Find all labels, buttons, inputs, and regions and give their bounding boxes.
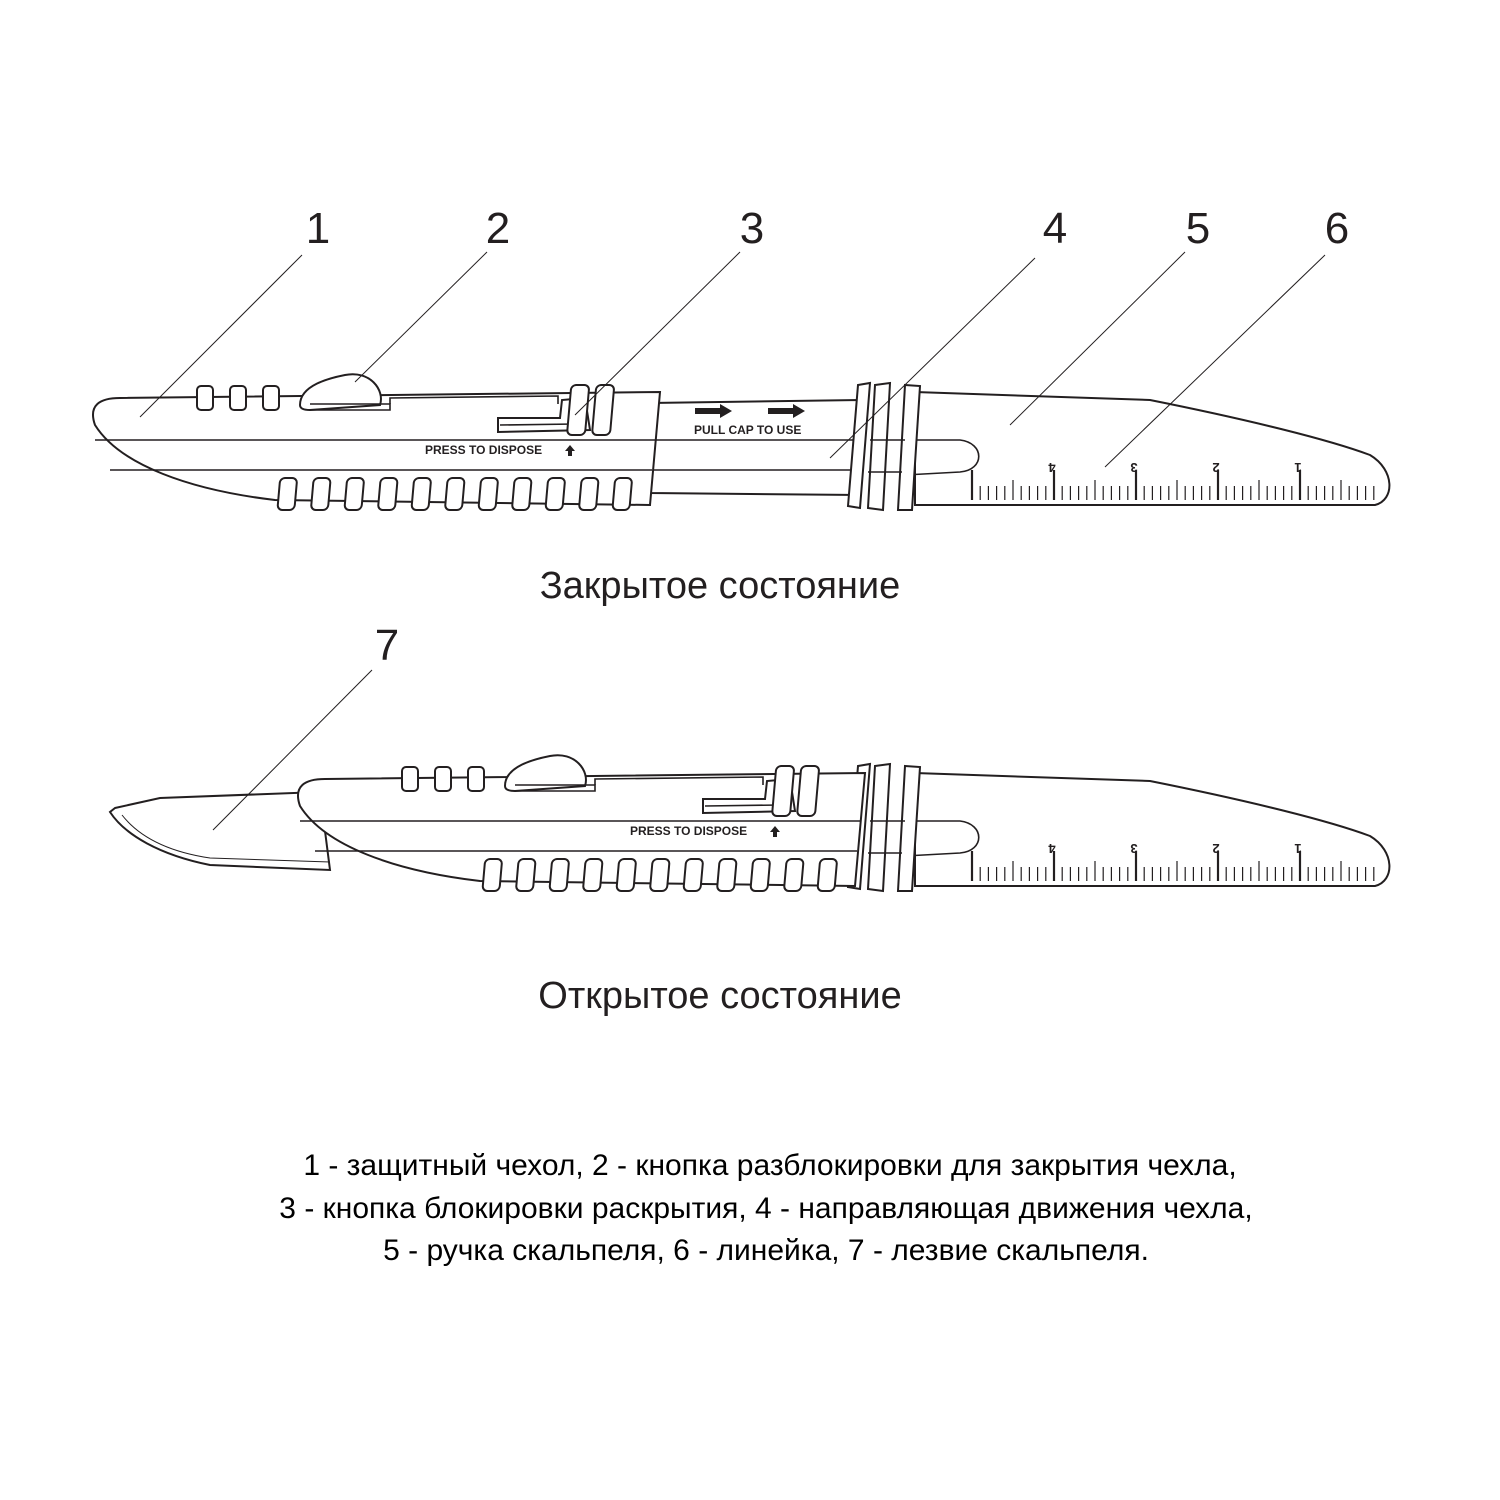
arrow-right-icon: [695, 404, 732, 418]
callout-5: 5: [1186, 204, 1210, 253]
press-to-dispose-label: PRESS TO DISPOSE: [425, 443, 542, 457]
pull-cap-label: PULL CAP TO USE: [694, 423, 801, 437]
callout-1: 1: [306, 204, 330, 253]
legend-line: 5 - ручка скальпеля, 6 - линейка, 7 - ле…: [383, 1234, 1149, 1267]
callouts: 1 2 3 4 5 6 7: [139, 204, 1349, 831]
protective-cap-retracted: [296, 754, 866, 892]
callout-6: 6: [1325, 204, 1349, 253]
callout-3: 3: [740, 204, 764, 253]
legend-line: 1 - защитный чехол, 2 - кнопка разблокир…: [303, 1149, 1236, 1182]
callout-2: 2: [486, 204, 510, 253]
ruler-label: 2: [1212, 841, 1219, 856]
ruler-label: 3: [1130, 460, 1137, 475]
closed-scalpel: PULL CAP TO USE 4 3 2 1 PRESS TO DISPOSE: [91, 373, 1391, 512]
legend-line: 3 - кнопка блокировки раскрытия, 4 - нап…: [279, 1192, 1252, 1225]
arrow-right-icon: [768, 404, 805, 418]
ruler-label: 1: [1294, 841, 1301, 856]
ruler-label: 2: [1212, 460, 1219, 475]
callout-4: 4: [1043, 204, 1067, 253]
ruler-label: 3: [1130, 841, 1137, 856]
ruler-label: 4: [1048, 841, 1056, 856]
caption-closed: Закрытое состояние: [540, 565, 901, 607]
callout-7: 7: [375, 621, 399, 670]
scalpel-blade: [108, 790, 332, 872]
ruler-label: 4: [1048, 460, 1056, 475]
protective-cap: [91, 373, 662, 511]
caption-open: Открытое состояние: [538, 975, 901, 1017]
press-to-dispose-label: PRESS TO DISPOSE: [630, 824, 747, 838]
scalpel-handle-with-ruler: [846, 381, 1391, 512]
slider-guide: PULL CAP TO USE: [649, 398, 861, 497]
open-scalpel: 4 3 2 1 PRESS TO DISPOSE: [108, 754, 1391, 893]
ruler-label: 1: [1294, 460, 1301, 475]
